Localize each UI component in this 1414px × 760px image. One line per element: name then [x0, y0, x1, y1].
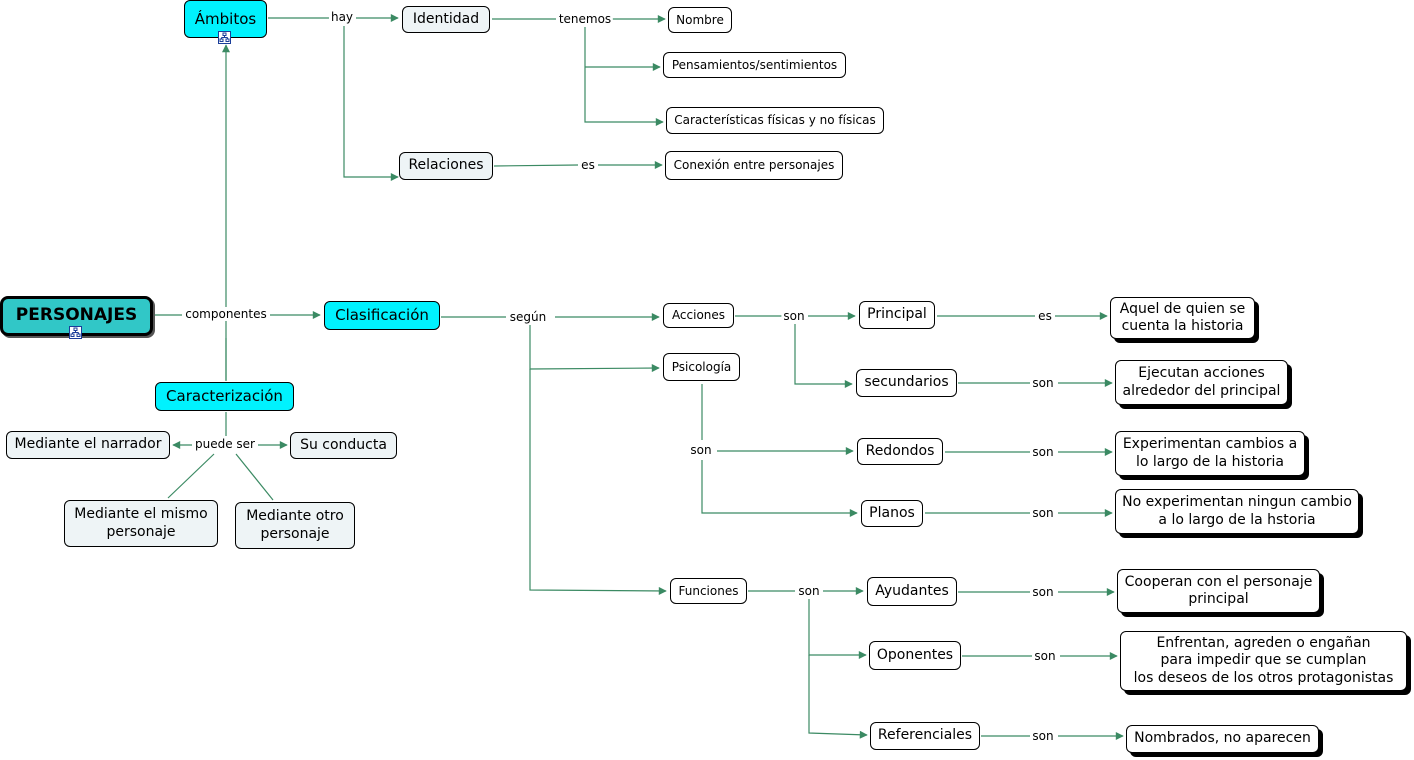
- node-oponentes-label: Oponentes: [876, 646, 954, 663]
- node-referenciales[interactable]: Referenciales: [870, 722, 980, 750]
- node-nombre-label: Nombre: [676, 12, 724, 27]
- node-clasificacion-label: Clasificación: [335, 306, 429, 325]
- node-mismo-line: Mediante el mismo: [74, 506, 208, 522]
- link-label-segun: según: [507, 310, 549, 324]
- link-label-son-referenciales: son: [1030, 729, 1056, 743]
- node-caracteristicas[interactable]: Características físicas y no físicas: [666, 107, 884, 134]
- concept-map-icon[interactable]: [69, 326, 82, 339]
- node-funciones[interactable]: Funciones: [670, 578, 747, 604]
- definition-line: Experimentan cambios a: [1122, 436, 1298, 452]
- link-label-son-psicologia: son: [688, 443, 714, 457]
- node-otro-personaje[interactable]: Mediante otro personaje: [235, 502, 355, 549]
- link-label-hay: hay: [328, 10, 356, 24]
- definition-line: alrededor del principal: [1122, 382, 1281, 399]
- definition-line: Cooperan con el personaje: [1124, 573, 1313, 590]
- node-nombre[interactable]: Nombre: [668, 7, 732, 33]
- definition-line: los deseos de los otros protagonistas: [1133, 669, 1394, 686]
- link-label-son-secundarios: son: [1030, 376, 1056, 390]
- node-ayudantes-label: Ayudantes: [875, 582, 949, 599]
- node-caracterizacion[interactable]: Caracterización: [155, 382, 294, 411]
- node-conducta[interactable]: Su conducta: [290, 432, 397, 459]
- node-otro-line: personaje: [260, 525, 330, 542]
- link-label-puede-ser: puede ser: [193, 437, 257, 451]
- node-secundarios-label: secundarios: [864, 374, 949, 391]
- definition-line: Enfrentan, agreden o engañan: [1156, 634, 1371, 651]
- node-clasificacion[interactable]: Clasificación: [324, 301, 440, 330]
- node-relaciones-label: Relaciones: [408, 157, 484, 174]
- node-relaciones[interactable]: Relaciones: [399, 152, 493, 180]
- node-referenciales-label: Referenciales: [877, 727, 973, 744]
- node-narrador-label: Mediante el narrador: [14, 436, 162, 453]
- node-narrador[interactable]: Mediante el narrador: [6, 431, 170, 459]
- link-label-es-relaciones: es: [579, 158, 597, 172]
- definition-line: Aquel de quien se: [1119, 300, 1246, 317]
- node-oponentes[interactable]: Oponentes: [869, 641, 961, 670]
- node-secundarios[interactable]: secundarios: [856, 369, 957, 397]
- node-ayudantes[interactable]: Ayudantes: [867, 577, 957, 606]
- node-redondos-definition[interactable]: Experimentan cambios a lo largo de la hi…: [1115, 431, 1305, 476]
- node-ayudantes-definition[interactable]: Cooperan con el personaje principal: [1117, 569, 1320, 613]
- node-identidad-label: Identidad: [412, 10, 480, 27]
- node-funciones-label: Funciones: [678, 583, 739, 598]
- node-conexion-label: Conexión entre personajes: [673, 158, 835, 172]
- link-label-son-ayudantes: son: [1030, 585, 1056, 599]
- definition-line: lo largo de la historia: [1136, 453, 1284, 470]
- definition-line: Ejecutan acciones: [1138, 365, 1265, 381]
- node-planos-label: Planos: [869, 504, 915, 521]
- node-caracterizacion-label: Caracterización: [166, 387, 283, 406]
- node-redondos-label: Redondos: [865, 442, 935, 459]
- definition-line: No experimentan ningun cambio: [1122, 494, 1352, 510]
- node-redondos[interactable]: Redondos: [857, 438, 943, 465]
- node-pensamientos-label: Pensamientos/sentimientos: [671, 57, 838, 72]
- link-label-componentes: componentes: [183, 307, 269, 321]
- node-otro-line: Mediante otro: [246, 508, 344, 524]
- node-conducta-label: Su conducta: [300, 436, 387, 453]
- definition-line: principal: [1188, 591, 1249, 607]
- node-referenciales-definition[interactable]: Nombrados, no aparecen: [1126, 725, 1319, 753]
- node-personajes-label: PERSONAJES: [15, 305, 138, 326]
- definition-line: a lo largo de la hstoria: [1158, 511, 1316, 528]
- node-acciones[interactable]: Acciones: [663, 303, 734, 328]
- node-oponentes-definition[interactable]: Enfrentan, agreden o engañan para impedi…: [1120, 631, 1407, 691]
- link-label-son-redondos: son: [1030, 445, 1056, 459]
- node-secundarios-definition[interactable]: Ejecutan acciones alrededor del principa…: [1115, 360, 1288, 405]
- node-planos-definition[interactable]: No experimentan ningun cambio a lo largo…: [1115, 489, 1359, 534]
- concept-map-icon[interactable]: [218, 31, 231, 44]
- node-acciones-label: Acciones: [671, 308, 726, 322]
- node-psicologia-label: Psicología: [671, 359, 732, 374]
- link-label-son-planos: son: [1030, 506, 1056, 520]
- node-planos[interactable]: Planos: [861, 500, 923, 527]
- node-ambitos-label: Ámbitos: [194, 9, 257, 28]
- node-mismo-line: personaje: [106, 523, 176, 540]
- node-psicologia[interactable]: Psicología: [663, 353, 740, 381]
- definition-line: cuenta la historia: [1121, 318, 1244, 334]
- definition-line: para impedir que se cumplan: [1160, 652, 1367, 669]
- node-principal-definition[interactable]: Aquel de quien se cuenta la historia: [1110, 297, 1255, 339]
- link-label-son-oponentes: son: [1032, 649, 1058, 663]
- node-pensamientos[interactable]: Pensamientos/sentimientos: [663, 52, 846, 78]
- definition-line: Nombrados, no aparecen: [1134, 730, 1311, 747]
- link-label-son-funciones: son: [796, 584, 822, 598]
- link-label-son-acciones: son: [781, 309, 807, 323]
- link-label-es-principal: es: [1036, 309, 1054, 323]
- node-mismo-personaje[interactable]: Mediante el mismo personaje: [64, 500, 218, 547]
- node-conexion[interactable]: Conexión entre personajes: [665, 151, 843, 180]
- node-principal[interactable]: Principal: [859, 301, 935, 329]
- node-identidad[interactable]: Identidad: [402, 6, 490, 33]
- link-label-tenemos: tenemos: [556, 12, 614, 26]
- node-principal-label: Principal: [867, 306, 927, 323]
- node-caracteristicas-label: Características físicas y no físicas: [674, 113, 876, 127]
